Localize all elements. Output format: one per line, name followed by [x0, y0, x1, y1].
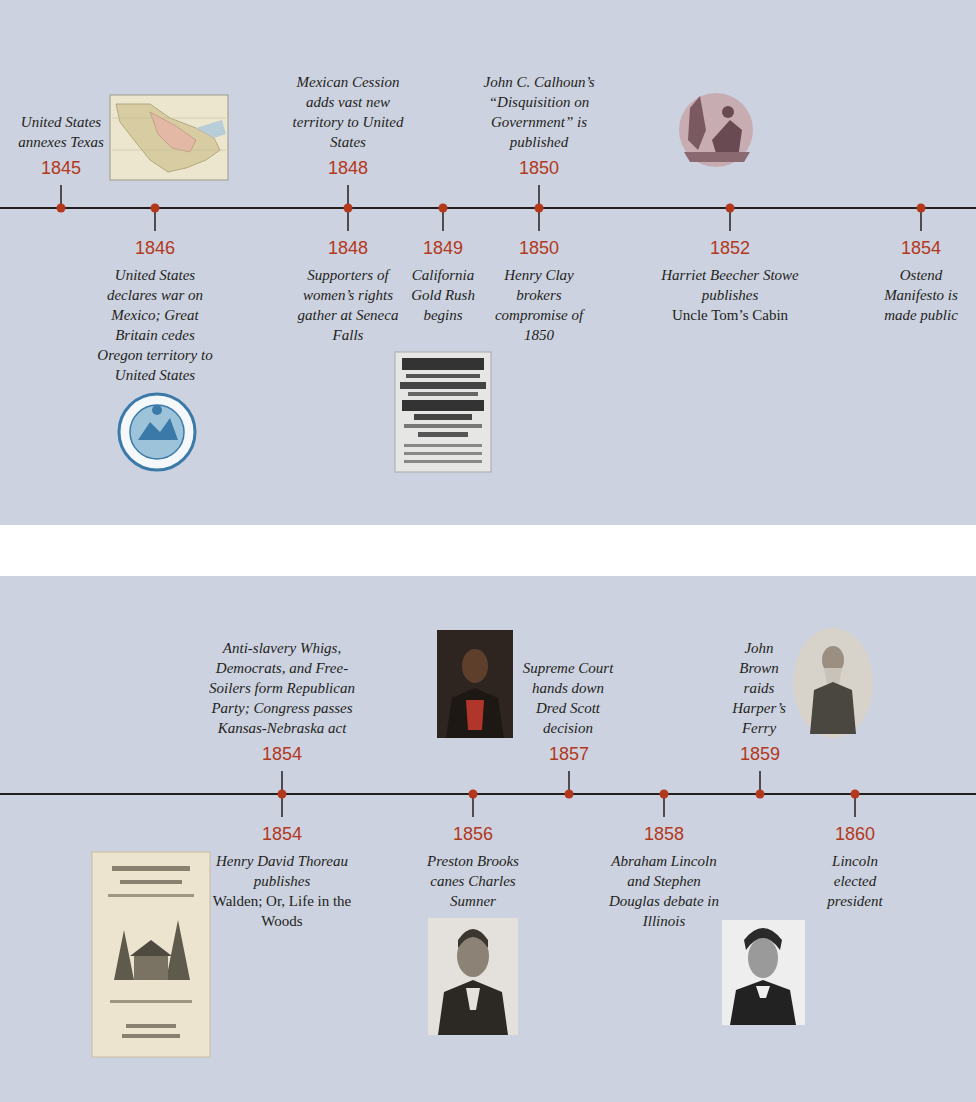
event-text: Henry David Thoreau publishes: [212, 851, 352, 891]
event-text: Abraham Lincoln and Stephen Douglas deba…: [606, 851, 722, 931]
event-text: John C. Calhoun’s “Disquisition on Gover…: [482, 72, 596, 152]
timeline-axis: [0, 793, 976, 795]
event-text: John Brown raids Harper’s Ferry: [727, 638, 791, 738]
year-label: 1848: [318, 237, 378, 259]
year-label: 1854: [252, 823, 312, 845]
year-label: 1852: [700, 237, 760, 259]
year-label: 1857: [539, 743, 599, 765]
event-text: United States annexes Texas: [15, 112, 107, 152]
year-label: 1850: [509, 237, 569, 259]
portrait-image: [437, 630, 513, 738]
timeline-panel: [0, 0, 976, 525]
work-title: Uncle Tom’s Cabin: [655, 305, 805, 325]
portrait-image: [722, 920, 805, 1025]
engraving-image: [679, 93, 753, 167]
year-label: 1854: [252, 743, 312, 765]
year-label: 1849: [413, 237, 473, 259]
tick-marks: [61, 185, 921, 817]
year-label: 1845: [31, 157, 91, 179]
event-text: Mexican Cession adds vast new territory …: [288, 72, 408, 152]
event-text: Lincoln elected president: [817, 851, 893, 911]
timeline-panel: [0, 576, 976, 1102]
event-text: Anti-slavery Whigs, Democrats, and Free-…: [197, 638, 367, 738]
seal-image: [119, 394, 195, 470]
event-text: Supporters of women’s rights gather at S…: [293, 265, 403, 345]
poster-image: [395, 352, 491, 472]
work-title: Walden; Or, Life in the Woods: [212, 891, 352, 931]
portrait-image: [793, 628, 873, 738]
map-image: [110, 95, 228, 180]
year-label: 1850: [509, 157, 569, 179]
year-label: 1859: [730, 743, 790, 765]
event-text: Henry Clay brokers compromise of 1850: [494, 265, 584, 345]
book-image: [92, 852, 210, 1057]
event-text: Supreme Court hands down Dred Scott deci…: [515, 658, 621, 738]
year-label: 1856: [443, 823, 503, 845]
year-label: 1848: [318, 157, 378, 179]
year-label: 1846: [125, 237, 185, 259]
event-text: United States declares war on Mexico; Gr…: [96, 265, 214, 385]
event-text: Harriet Beecher Stowe publishes: [660, 265, 800, 305]
year-label: 1860: [825, 823, 885, 845]
year-label: 1854: [891, 237, 951, 259]
event-text: Preston Brooks canes Charles Sumner: [418, 851, 528, 911]
event-text: California Gold Rush begins: [407, 265, 479, 325]
timeline-axis: [0, 207, 976, 209]
event-dots: [57, 204, 926, 799]
portrait-image: [428, 918, 518, 1035]
year-label: 1858: [634, 823, 694, 845]
event-text: Ostend Manifesto is made public: [876, 265, 966, 325]
